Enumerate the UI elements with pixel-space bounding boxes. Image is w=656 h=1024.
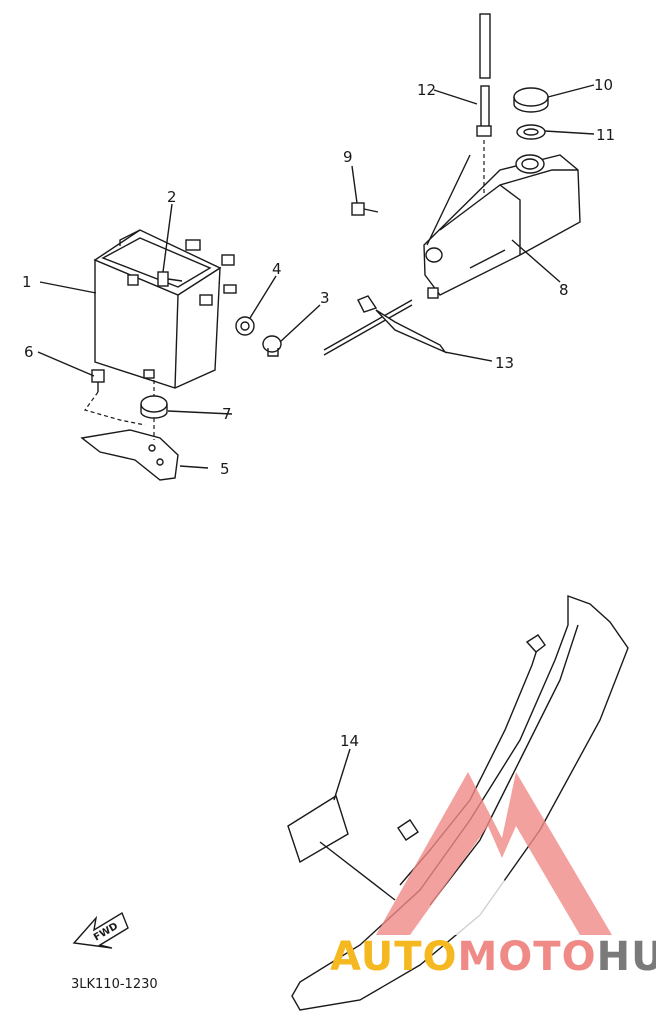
watermark-logo-icon bbox=[376, 772, 612, 935]
leader-lines bbox=[37, 84, 595, 801]
callout-7: 7 bbox=[222, 405, 232, 423]
cable-tie-part-13 bbox=[323, 295, 448, 356]
damper-part-7 bbox=[140, 380, 168, 419]
screw-part-6 bbox=[84, 369, 146, 426]
callout-3: 3 bbox=[320, 289, 330, 307]
cap-part-10 bbox=[513, 87, 549, 113]
watermark-hub: HUB bbox=[597, 934, 656, 980]
grommet-part-4 bbox=[235, 316, 255, 336]
fwd-arrow-icon: FWD bbox=[72, 911, 129, 949]
callout-labels: 1 2 3 4 5 6 7 8 9 10 11 12 13 14 bbox=[22, 76, 615, 750]
watermark-auto: AUTO bbox=[330, 934, 458, 980]
callout-9: 9 bbox=[343, 148, 353, 166]
breather-rod-part-12 bbox=[476, 13, 492, 195]
bracket-part-5 bbox=[80, 418, 179, 481]
callout-6: 6 bbox=[24, 343, 34, 361]
washer-part-11 bbox=[516, 124, 546, 140]
label-part-14 bbox=[287, 794, 396, 901]
screw-part-9 bbox=[351, 202, 379, 216]
callout-14: 14 bbox=[340, 732, 359, 750]
callout-13: 13 bbox=[495, 354, 514, 372]
watermark-text: AUTOMOTOHUB bbox=[330, 934, 656, 980]
callout-1: 1 bbox=[22, 273, 32, 291]
side-cover bbox=[291, 595, 629, 1011]
callout-12: 12 bbox=[417, 81, 436, 99]
callout-5: 5 bbox=[220, 460, 230, 478]
callout-8: 8 bbox=[559, 281, 569, 299]
part-code-label: 3LK110-1230 bbox=[71, 977, 158, 992]
battery-box bbox=[93, 229, 237, 389]
watermark-moto: MOTO bbox=[458, 934, 597, 980]
callout-11: 11 bbox=[596, 126, 615, 144]
reservoir-tank bbox=[423, 154, 581, 299]
callout-2: 2 bbox=[167, 188, 177, 206]
callout-4: 4 bbox=[272, 260, 282, 278]
callout-10: 10 bbox=[594, 76, 613, 94]
collar-part-3 bbox=[262, 335, 282, 357]
